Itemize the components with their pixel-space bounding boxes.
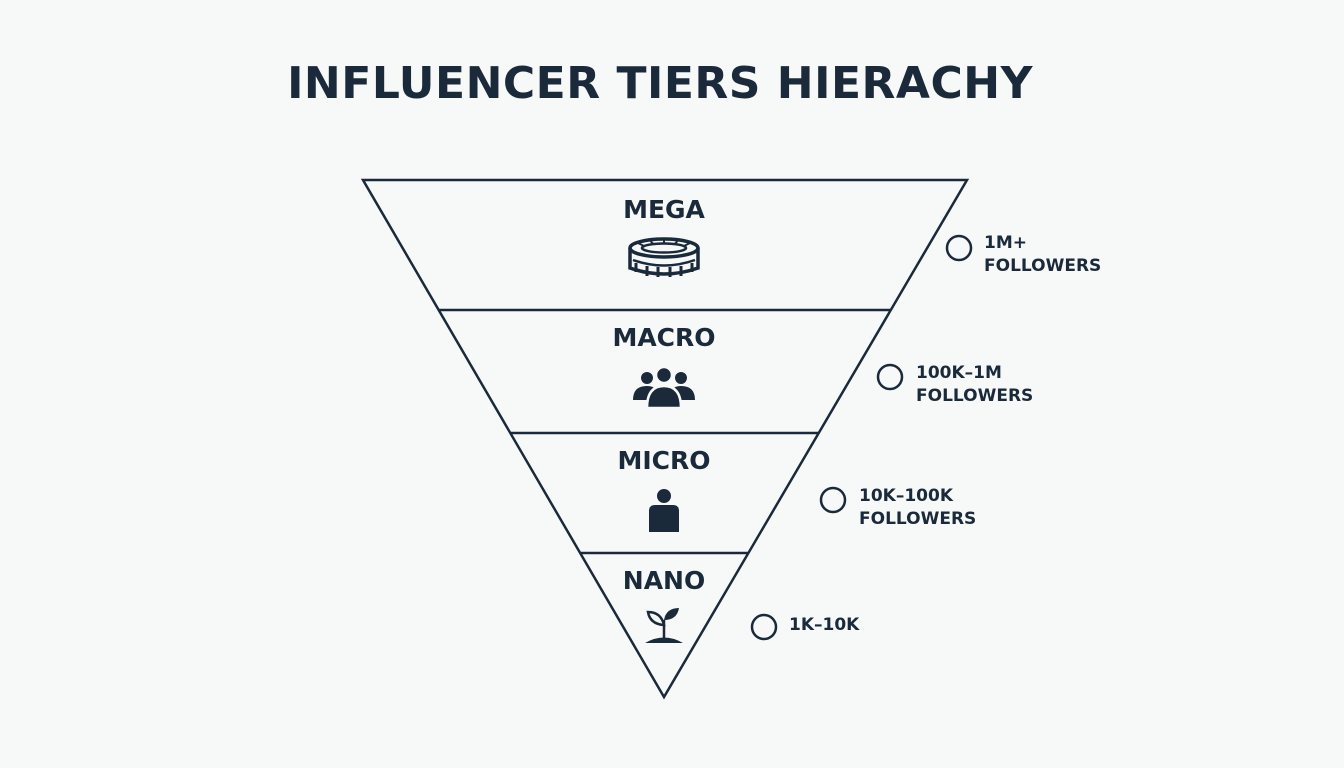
sprout-icon bbox=[645, 608, 683, 643]
count-line1: 100K–1M bbox=[916, 363, 1002, 383]
count-line1: 1K–10K bbox=[789, 615, 860, 635]
tier-mega: MEGA 1M+ FOLLOWERS bbox=[623, 195, 1101, 277]
group-icon bbox=[633, 365, 695, 410]
tier-name: MEGA bbox=[623, 195, 705, 224]
tier-name: MICRO bbox=[617, 446, 710, 475]
count-line2: FOLLOWERS bbox=[916, 386, 1033, 406]
pyramid-outline bbox=[360, 178, 970, 700]
tier-macro: MACRO 100K–1M FOLLOWERS bbox=[612, 323, 1033, 410]
stadium-icon bbox=[628, 237, 700, 277]
count-marker bbox=[750, 613, 778, 641]
person-icon bbox=[649, 489, 679, 532]
count-marker bbox=[876, 363, 904, 391]
tier-name: NANO bbox=[623, 566, 705, 595]
count-line2: FOLLOWERS bbox=[984, 256, 1101, 276]
count-line2: FOLLOWERS bbox=[859, 509, 976, 529]
count-marker bbox=[945, 234, 973, 262]
tier-name: MACRO bbox=[612, 323, 715, 352]
page-title: INFLUENCER TIERS HIERACHY bbox=[287, 58, 1033, 109]
tier-nano: NANO 1K–10K bbox=[623, 566, 860, 643]
count-line1: 1M+ bbox=[984, 233, 1027, 253]
count-line1: 10K–100K bbox=[859, 486, 954, 506]
tier-micro: MICRO 10K–100K FOLLOWERS bbox=[617, 446, 976, 532]
count-marker bbox=[819, 486, 847, 514]
